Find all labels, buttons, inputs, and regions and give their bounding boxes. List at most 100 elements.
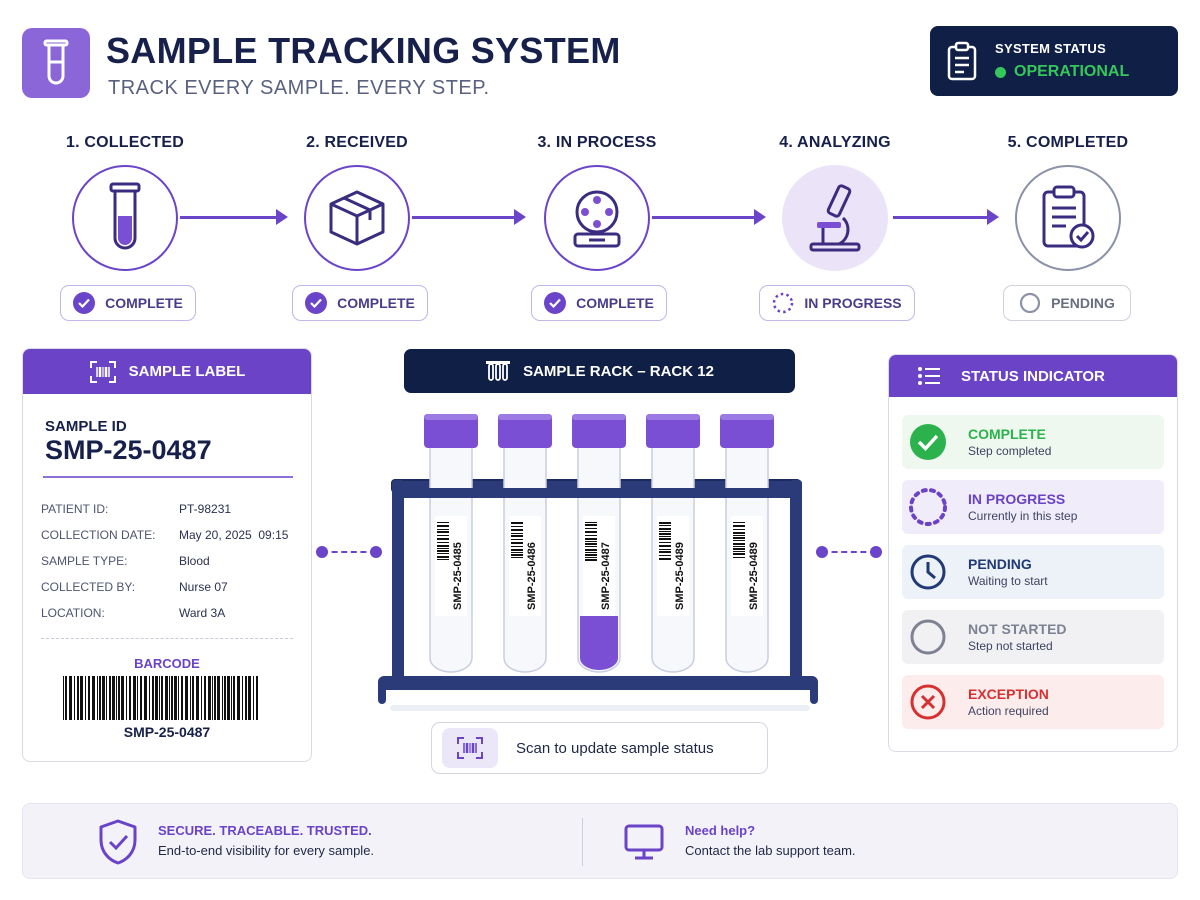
system-status-value: OPERATIONAL <box>995 63 1129 81</box>
divider <box>582 818 583 866</box>
step-status-badge: COMPLETE <box>292 285 428 321</box>
rack-front-bar <box>392 488 800 498</box>
sample-tube[interactable]: SMP-25-0485 <box>424 414 478 673</box>
sample-rack-header: SAMPLE RACK – RACK 12 <box>404 349 795 393</box>
sample-tube[interactable]: SMP-25-0486 <box>498 414 552 673</box>
step-title-received: 2. RECEIVED <box>306 134 408 151</box>
step-status-text: COMPLETE <box>337 295 415 311</box>
footer: SECURE. TRACEABLE. TRUSTED. End-to-end v… <box>22 803 1178 879</box>
footer-help[interactable]: Need help? Contact the lab support team. <box>685 823 856 858</box>
field-value: Ward 3A <box>179 606 226 620</box>
sample-label-card: SAMPLE LABEL SAMPLE ID SMP-25-0487 PATIE… <box>22 348 312 762</box>
step-status-text: PENDING <box>1051 295 1115 311</box>
field-key: SAMPLE TYPE: <box>41 554 128 568</box>
tube-cap <box>572 414 626 448</box>
step-completed[interactable] <box>1015 165 1121 271</box>
tube-label: SMP-25-0489 <box>748 542 760 610</box>
step-collected[interactable] <box>72 165 178 271</box>
clock-icon <box>908 552 948 592</box>
rack-right-post <box>790 480 802 685</box>
step-status-text: COMPLETE <box>105 295 183 311</box>
barcode-scan-icon <box>89 360 116 383</box>
legend-desc: Currently in this step <box>968 508 1078 523</box>
field-row: LOCATION:Ward 3A <box>41 600 301 626</box>
sample-rack: SMP-25-0485 SMP-25-0486 SMP-25-0487 SMP-25-… <box>378 414 818 711</box>
package-icon <box>329 190 385 246</box>
workflow-arrow <box>652 209 766 225</box>
field-value: Nurse 07 <box>179 580 228 594</box>
rack-shadow <box>390 705 810 711</box>
check-circle-icon <box>544 292 567 314</box>
page-title: SAMPLE TRACKING SYSTEM <box>106 30 621 71</box>
tube-label: SMP-25-0486 <box>526 542 538 610</box>
tube-label: SMP-25-0487 <box>600 542 612 610</box>
step-title-completed: 5. COMPLETED <box>1007 134 1129 151</box>
barcode-title: BARCODE <box>134 656 200 671</box>
connector-line <box>316 546 382 558</box>
workflow-arrow <box>180 209 288 225</box>
field-key: COLLECTION DATE: <box>41 528 156 542</box>
step-title-in-process: 3. IN PROCESS <box>537 134 657 151</box>
barcode-image <box>63 676 258 720</box>
legend-desc: Waiting to start <box>968 573 1048 588</box>
step-in-process[interactable] <box>544 165 650 271</box>
sample-tube[interactable]: SMP-25-0489 <box>720 414 774 673</box>
status-dot-icon <box>995 66 1006 78</box>
microscope-icon <box>809 184 861 252</box>
monitor-icon <box>624 824 664 860</box>
tube-label: SMP-25-0489 <box>674 542 686 610</box>
sample-tube[interactable]: SMP-25-0487 <box>572 414 626 673</box>
check-circle-icon <box>305 292 328 314</box>
step-status-badge: IN PROGRESS <box>759 285 915 321</box>
legend-title: EXCEPTION <box>968 685 1049 702</box>
step-analyzing[interactable] <box>782 165 888 271</box>
scan-text: Scan to update sample status <box>516 739 714 757</box>
legend-desc: Step not started <box>968 638 1053 653</box>
field-row: COLLECTED BY: Nurse 07 <box>41 574 301 600</box>
tube-label: SMP-25-0485 <box>452 542 464 610</box>
tube-cap <box>498 414 552 448</box>
centrifuge-icon <box>573 190 621 248</box>
footer-security-title: SECURE. TRACEABLE. TRUSTED. <box>158 823 372 838</box>
step-title-analyzing: 4. ANALYZING <box>779 134 891 151</box>
field-value: PT-98231 <box>179 502 232 516</box>
clipboard-icon <box>947 41 977 81</box>
step-status-text: IN PROGRESS <box>804 295 902 311</box>
field-value: Blood <box>179 554 210 568</box>
status-indicator-title: STATUS INDICATOR <box>961 367 1105 385</box>
sample-tube[interactable]: SMP-25-0489 <box>646 414 700 673</box>
field-row: PATIENT ID:PT-98231 <box>41 496 301 522</box>
x-circle-icon <box>908 682 948 722</box>
step-status-badge: COMPLETE <box>60 285 196 321</box>
shield-check-icon <box>99 819 137 865</box>
legend-title: COMPLETE <box>968 425 1046 442</box>
sample-label-title: SAMPLE LABEL <box>128 363 246 380</box>
barcode-scan-icon <box>442 728 498 768</box>
app-logo <box>22 28 90 98</box>
dotted-circle-icon <box>773 292 794 314</box>
field-key: COLLECTED BY: <box>41 580 136 594</box>
sample-label-header: SAMPLE LABEL <box>23 349 311 394</box>
field-value: May 20, 2025 09:15 <box>179 528 289 542</box>
system-status-text: OPERATIONAL <box>1014 63 1130 80</box>
field-row: SAMPLE TYPE: Blood <box>41 548 301 574</box>
workflow-arrow <box>893 209 999 225</box>
workflow-arrow <box>412 209 526 225</box>
list-icon <box>918 367 940 385</box>
legend-desc: Step completed <box>968 443 1052 458</box>
page-subtitle: TRACK EVERY SAMPLE. EVERY STEP. <box>108 77 490 99</box>
scan-button[interactable]: Scan to update sample status <box>431 722 768 774</box>
test-tube-icon <box>109 182 141 250</box>
step-received[interactable] <box>304 165 410 271</box>
divider <box>41 638 293 639</box>
dotted-circle-icon <box>908 487 948 527</box>
step-status-text: COMPLETE <box>576 295 654 311</box>
footer-security-text: End-to-end visibility for every sample. <box>158 843 375 858</box>
rack-left-post <box>392 480 404 685</box>
test-tubes-icon <box>486 361 511 381</box>
empty-circle-icon <box>1019 292 1041 314</box>
